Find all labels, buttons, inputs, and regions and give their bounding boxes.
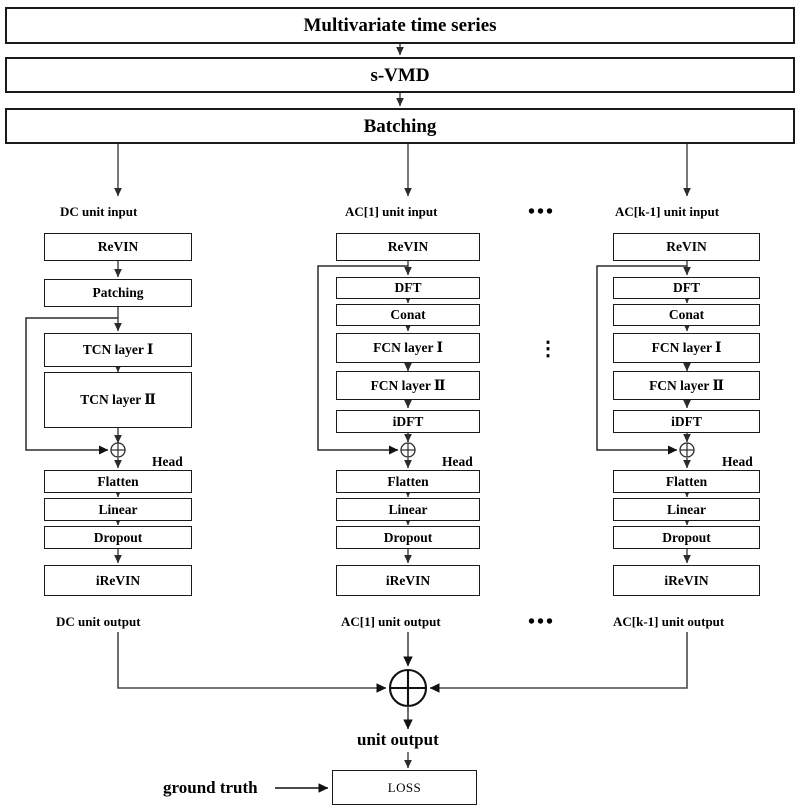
- ac1-head-linear-label: Linear: [388, 501, 428, 517]
- ac1-block-fcn-layer-1-label: FCN layer Ⅰ: [373, 340, 443, 356]
- ac1-head-irevin: iReVIN: [336, 565, 480, 596]
- dc-unit-output-label: DC unit output: [56, 614, 141, 629]
- ac1-head-label: Head: [442, 454, 473, 469]
- ac1-block-dft: DFT: [336, 277, 480, 299]
- dc-head-dropout-label: Dropout: [93, 529, 143, 545]
- ac1-head-linear: Linear: [336, 498, 480, 521]
- loss-label: LOSS: [387, 780, 422, 795]
- svmd-box: s-VMD: [5, 57, 795, 93]
- ack1-block-fcn-layer-1-label: FCN layer Ⅰ: [651, 340, 722, 356]
- ack1-block-idft: iDFT: [613, 410, 760, 433]
- ac1-block-fcn-layer-2: FCN layer Ⅱ: [336, 371, 480, 400]
- batching-box: Batching: [5, 108, 795, 144]
- top-horizontal-ellipsis: •••: [528, 201, 556, 223]
- multivariate-time-series-box: Multivariate time series: [5, 7, 795, 44]
- ac1-unit-input-label: AC[1] unit input: [345, 204, 438, 219]
- ac1-head-flatten: Flatten: [336, 470, 480, 493]
- ac1-block-conat-label: Conat: [390, 307, 426, 323]
- dc-block-tcn-layer-2-label: TCN layer Ⅱ: [80, 392, 156, 408]
- ack1-block-fcn-layer-2: FCN layer Ⅱ: [613, 371, 760, 400]
- ack1-block-dft: DFT: [613, 277, 760, 299]
- dc-head-flatten-label: Flatten: [97, 473, 139, 489]
- dc-head-irevin-label: iReVIN: [95, 572, 141, 588]
- ac1-block-idft-label: iDFT: [392, 413, 424, 429]
- ac1-block-revin: ReVIN: [336, 233, 480, 261]
- ack1-block-conat: Conat: [613, 304, 760, 326]
- dc-block-tcn-layer-2: TCN layer Ⅱ: [44, 372, 192, 428]
- loss-box: LOSS: [332, 770, 477, 805]
- ack1-head-irevin-label: iReVIN: [664, 572, 709, 588]
- ac1-block-fcn-layer-2-label: FCN layer Ⅱ: [370, 377, 446, 393]
- ac1-head-irevin-label: iReVIN: [385, 572, 431, 588]
- dc-block-revin-label: ReVIN: [97, 239, 139, 255]
- ack1-block-idft-label: iDFT: [671, 413, 702, 429]
- ack1-head-dropout: Dropout: [613, 526, 760, 549]
- multivariate-time-series-label: Multivariate time series: [303, 15, 497, 36]
- ack1-block-fcn-layer-2-label: FCN layer Ⅱ: [649, 377, 724, 393]
- ac1-head-dropout: Dropout: [336, 526, 480, 549]
- ack1-head-dropout-label: Dropout: [662, 529, 711, 545]
- unit-output-label: unit output: [357, 730, 439, 749]
- ack1-unit-output-label: AC[k-1] unit output: [613, 614, 725, 629]
- ac1-head-flatten-label: Flatten: [387, 473, 429, 489]
- ack1-block-revin: ReVIN: [613, 233, 760, 261]
- dc-block-tcn-layer-1: TCN layer Ⅰ: [44, 333, 192, 367]
- dc-head-linear-label: Linear: [98, 501, 138, 517]
- ack1-block-revin-label: ReVIN: [666, 239, 707, 255]
- ack1-unit-input-label: AC[k-1] unit input: [615, 204, 720, 219]
- dc-head-linear: Linear: [44, 498, 192, 521]
- ac1-block-dft-label: DFT: [394, 280, 422, 296]
- ack1-block-dft-label: DFT: [673, 280, 700, 296]
- dc-head-dropout: Dropout: [44, 526, 192, 549]
- ac1-block-conat: Conat: [336, 304, 480, 326]
- ack1-head-flatten: Flatten: [613, 470, 760, 493]
- dc-block-revin: ReVIN: [44, 233, 192, 261]
- ac1-head-dropout-label: Dropout: [383, 529, 433, 545]
- vertical-ellipsis: ⋮: [538, 338, 558, 360]
- ack1-head-linear: Linear: [613, 498, 760, 521]
- ack1-head-label: Head: [722, 454, 753, 469]
- ground-truth-label: ground truth: [163, 778, 258, 797]
- ack1-head-irevin: iReVIN: [613, 565, 760, 596]
- dc-block-tcn-layer-1-label: TCN layer Ⅰ: [82, 342, 154, 358]
- ack1-block-fcn-layer-1: FCN layer Ⅰ: [613, 333, 760, 363]
- ac1-block-revin-label: ReVIN: [387, 239, 429, 255]
- dc-head-irevin: iReVIN: [44, 565, 192, 596]
- dc-block-patching: Patching: [44, 279, 192, 307]
- ack1-head-flatten-label: Flatten: [665, 473, 708, 489]
- bottom-horizontal-ellipsis: •••: [528, 611, 556, 633]
- svmd-label: s-VMD: [370, 64, 430, 86]
- dc-block-patching-label: Patching: [92, 285, 144, 301]
- dc-unit-input-label: DC unit input: [60, 204, 138, 219]
- ac1-block-fcn-layer-1: FCN layer Ⅰ: [336, 333, 480, 363]
- ac1-unit-output-label: AC[1] unit output: [341, 614, 441, 629]
- batching-label: Batching: [363, 115, 437, 137]
- ac1-block-idft: iDFT: [336, 410, 480, 433]
- ack1-head-linear-label: Linear: [667, 501, 706, 517]
- ack1-block-conat-label: Conat: [668, 307, 705, 323]
- dc-head-flatten: Flatten: [44, 470, 192, 493]
- dc-head-label: Head: [152, 454, 183, 469]
